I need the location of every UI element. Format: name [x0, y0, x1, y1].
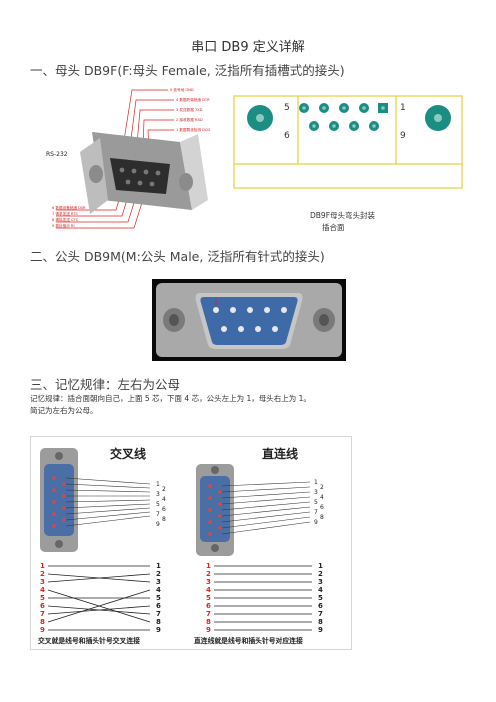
- pin-label-top-1: 5 信号地 GND: [170, 87, 194, 92]
- straight-right-pin-3: 3: [318, 578, 323, 586]
- straight-right-pin-9: 9: [318, 626, 323, 634]
- straight-left-pin-5: 5: [206, 594, 211, 602]
- straight-left-pin-3: 3: [206, 578, 211, 586]
- straight-left-pin-9: 9: [206, 626, 211, 634]
- straight-top-pin-2: 2: [320, 484, 324, 491]
- cross-top-pin-9: 9: [156, 521, 160, 528]
- cross-right-pin-5: 5: [156, 594, 161, 602]
- doc-title: 串口 DB9 定义详解: [191, 40, 305, 55]
- straight-right-pin-8: 8: [318, 618, 323, 626]
- straight-left-pin-6: 6: [206, 602, 211, 610]
- cross-right-pin-7: 7: [156, 610, 161, 618]
- straight-right-pin-6: 6: [318, 602, 323, 610]
- cross-left-pin-8: 8: [40, 618, 45, 626]
- straight-right-pin-2: 2: [318, 570, 323, 578]
- section-1-heading: 一、母头 DB9F(F:母头 Female, 泛指所有插槽式的接头): [30, 63, 345, 78]
- straight-left-pin-8: 8: [206, 618, 211, 626]
- pin-label-top-2: 4 数据终端就绪 DTR: [176, 97, 210, 102]
- straight-left-pin-4: 4: [206, 586, 211, 594]
- cross-left-pin-5: 5: [40, 594, 45, 602]
- cross-top-pin-6: 6: [162, 506, 166, 513]
- cable-wiring-figure: 交叉线 直连线 1 2 3 4 5 6 7 8 9: [30, 436, 352, 650]
- footprint-caption-2: 插合面: [322, 222, 345, 232]
- straight-left-pin-7: 7: [206, 610, 211, 618]
- cross-top-pin-2: 2: [162, 486, 166, 493]
- cross-right-pin-1: 1: [156, 562, 161, 570]
- straight-right-pin-1: 1: [318, 562, 323, 570]
- footprint-num-6: 6: [284, 131, 290, 141]
- straight-top-pin-7: 7: [314, 509, 318, 516]
- db9m-photo-figure: [152, 279, 346, 361]
- cross-top-pin-1: 1: [156, 481, 160, 488]
- straight-left-pin-1: 1: [206, 562, 211, 570]
- cross-top-pin-5: 5: [156, 501, 160, 508]
- cross-left-pin-1: 1: [40, 562, 45, 570]
- straight-top-pin-4: 4: [320, 494, 324, 501]
- straight-top-pin-5: 5: [314, 499, 318, 506]
- cross-left-pin-9: 9: [40, 626, 45, 634]
- cross-right-pin-2: 2: [156, 570, 161, 578]
- straight-caption: 直连线就是线号和插头针号对应连接: [194, 636, 303, 645]
- footprint-caption-1: DB9F母头弯头封装: [310, 210, 376, 220]
- straight-top-pin-8: 8: [320, 514, 324, 521]
- db9f-footprint-figure: 5 1 6 9 DB9F母头弯头封装 插合面: [233, 95, 463, 232]
- cross-left-pin-3: 3: [40, 578, 45, 586]
- straight-right-pin-4: 4: [318, 586, 323, 594]
- straight-left-pin-2: 2: [206, 570, 211, 578]
- straight-title: 直连线: [262, 446, 298, 461]
- cross-top-pin-3: 3: [156, 491, 160, 498]
- cross-right-pin-6: 6: [156, 602, 161, 610]
- memo-line-2: 简记为左右为公母。: [30, 406, 98, 415]
- cross-right-pin-9: 9: [156, 626, 161, 634]
- cross-top-pin-8: 8: [162, 516, 166, 523]
- pin-label-bottom-3: 8 清除发送 CTS: [52, 217, 79, 222]
- cross-left-pin-7: 7: [40, 610, 45, 618]
- cross-title: 交叉线: [110, 446, 146, 461]
- section-3-heading: 三、记忆规律：左右为公母: [30, 377, 181, 392]
- cross-top-pin-7: 7: [156, 511, 160, 518]
- straight-top-pin-1: 1: [314, 479, 318, 486]
- db9f-photo-figure: RS-232 5 信号地 GND 4 数据终端就绪 DTR 3 发送数据 TXD…: [40, 82, 232, 234]
- footprint-num-5: 5: [284, 103, 290, 113]
- pin-label-top-5: 1 数据载波检测 DCD: [176, 127, 210, 132]
- cross-right-pin-4: 4: [156, 586, 161, 594]
- cross-top-pin-4: 4: [162, 496, 166, 503]
- footprint-num-9: 9: [400, 131, 406, 141]
- straight-right-pin-5: 5: [318, 594, 323, 602]
- pin-label-top-3: 3 发送数据 TXD: [176, 107, 203, 112]
- straight-top-pin-3: 3: [314, 489, 318, 496]
- cross-right-pin-8: 8: [156, 618, 161, 626]
- cross-left-pin-4: 4: [40, 586, 45, 594]
- straight-top-pin-6: 6: [320, 504, 324, 511]
- straight-top-pin-9: 9: [314, 519, 318, 526]
- pin-label-bottom-2: 7 请求发送 RTS: [52, 211, 78, 216]
- cross-caption: 交叉就是线号和插头针号交叉连接: [38, 636, 140, 645]
- pin-label-bottom-4: 9 振铃指示 RI: [52, 223, 75, 228]
- cross-left-pin-2: 2: [40, 570, 45, 578]
- rs232-label: RS-232: [46, 151, 68, 158]
- pin-label-top-4: 2 接收数据 RXD: [176, 117, 203, 122]
- footprint-num-1: 1: [400, 103, 406, 113]
- cross-left-pin-6: 6: [40, 602, 45, 610]
- section-2-heading: 二、公头 DB9M(M:公头 Male, 泛指所有针式的接头): [30, 249, 325, 264]
- memo-line-1: 记忆规律：插合面朝向自己，上面 5 芯，下面 4 芯，公头左上为 1，母头右上为…: [30, 394, 311, 403]
- straight-right-pin-7: 7: [318, 610, 323, 618]
- pin-label-bottom-1: 6 数据设备就绪 DSR: [52, 205, 86, 210]
- cross-right-pin-3: 3: [156, 578, 161, 586]
